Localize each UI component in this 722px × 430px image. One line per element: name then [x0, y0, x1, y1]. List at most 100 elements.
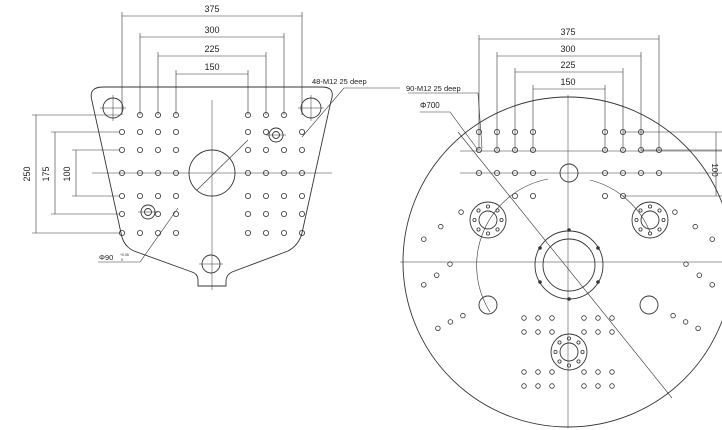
right-tapped-hole	[595, 329, 601, 335]
left-tapped-hole	[298, 192, 305, 199]
right-tapped-hole	[421, 282, 427, 288]
left-tapped-hole	[244, 146, 251, 153]
flange-bolt-hole	[580, 349, 585, 354]
flange-bolt-hole	[638, 227, 643, 232]
right-tapped-hole	[595, 315, 601, 321]
right-tapped-hole	[530, 169, 537, 176]
right-tapped-hole	[458, 209, 464, 215]
left-tapped-hole	[244, 169, 251, 176]
right-dim-225: 225	[560, 60, 575, 70]
right-tapped-hole	[638, 169, 645, 176]
right-center-bore-inner	[542, 238, 596, 292]
left-bore-tolerance-upper: +0.05	[120, 253, 129, 257]
right-tapped-hole	[581, 369, 587, 375]
flange-bolt-hole	[634, 217, 639, 222]
right-arc-right	[589, 179, 651, 233]
flange-bolt-hole	[553, 349, 558, 354]
right-tapped-hole	[535, 315, 541, 321]
left-tapped-hole	[172, 229, 179, 236]
left-tapped-hole	[136, 128, 143, 135]
left-tapped-hole	[154, 146, 161, 153]
flange-bolt-hole	[476, 208, 481, 213]
left-dim-375: 375	[204, 4, 219, 14]
right-tapped-hole	[521, 383, 527, 389]
left-dim-300: 300	[204, 25, 219, 35]
right-tapped-hole	[549, 329, 555, 335]
right-flange-bolt-holes	[472, 204, 666, 368]
left-tapped-hole	[298, 210, 305, 217]
right-tapped-hole	[434, 272, 440, 278]
left-tapped-hole	[172, 128, 179, 135]
left-tapped-hole	[298, 128, 305, 135]
right-tapped-hole	[521, 369, 527, 375]
left-tapped-hole	[298, 146, 305, 153]
left-tapped-hole	[154, 229, 161, 236]
left-tapped-hole	[280, 192, 287, 199]
right-tapped-hole	[595, 383, 601, 389]
right-tapped-hole	[535, 369, 541, 375]
left-tapped-hole	[136, 146, 143, 153]
right-tapped-hole	[530, 192, 537, 199]
left-tapped-hole	[119, 146, 126, 153]
flange-bolt-hole	[576, 340, 581, 345]
left-dim-150: 150	[204, 62, 219, 72]
left-tapped-hole	[136, 169, 143, 176]
left-bore-tolerance-lower: 0	[121, 258, 123, 262]
left-tapped-hole	[119, 210, 126, 217]
flange-bolt-hole	[638, 208, 643, 213]
right-tapped-hole	[620, 169, 627, 176]
right-arc-left	[476, 178, 549, 313]
right-dim-150: 150	[560, 77, 575, 87]
flange-bolt-hole	[576, 359, 581, 364]
right-plate: 375 300 225 150 100 90-M12 25 deep Φ700	[400, 27, 722, 428]
right-tapped-hole	[447, 319, 454, 325]
flange-bolt-hole	[499, 217, 504, 222]
left-tapped-hole	[172, 146, 179, 153]
right-dim-375: 375	[560, 27, 575, 37]
left-tapped-hole	[262, 210, 269, 217]
flange-bolt-hole	[472, 217, 477, 222]
right-tapped-hole	[696, 272, 702, 278]
right-tapped-hole	[521, 329, 527, 335]
right-flange-bottom	[550, 333, 588, 371]
left-tapped-hole	[244, 229, 251, 236]
right-tapped-hole	[435, 325, 441, 331]
right-tapped-hole	[549, 315, 555, 321]
right-locating-hole-top	[559, 163, 579, 183]
right-tapped-hole	[447, 261, 453, 267]
right-tapped-hole	[695, 325, 701, 331]
right-diameter-callout: Φ700	[420, 101, 440, 110]
flange-bolt-hole	[648, 231, 653, 236]
left-dim-100: 100	[62, 166, 72, 181]
right-tapped-hole	[512, 192, 519, 199]
left-tapped-hole	[154, 192, 161, 199]
left-tapped-hole	[244, 192, 251, 199]
left-tapped-hole	[262, 169, 269, 176]
flange-bolt-hole	[657, 227, 662, 232]
flange-bolt-hole	[557, 359, 562, 364]
left-bore-diagonal	[196, 139, 249, 191]
flange-bolt-hole	[485, 204, 490, 209]
flange-bolt-hole	[567, 363, 572, 368]
left-tapped-hole	[262, 128, 269, 135]
left-tapped-hole	[119, 128, 126, 135]
left-center-bore	[188, 149, 236, 197]
right-tapped-hole	[438, 223, 444, 230]
left-tapped-hole	[244, 128, 251, 135]
right-tapped-hole	[475, 169, 482, 176]
left-tapped-hole	[298, 169, 305, 176]
right-tapped-hole	[549, 383, 555, 389]
left-tapped-hole	[280, 229, 287, 236]
left-dim-250: 250	[22, 166, 32, 181]
left-plate: 375 300 225 150 250 175 100 48-M12 25 de…	[22, 4, 400, 290]
right-locating-hole-right	[639, 295, 659, 315]
left-dim-175: 175	[41, 166, 51, 181]
left-tapped-hole	[280, 146, 287, 153]
left-tapped-hole	[280, 169, 287, 176]
left-tapped-hole	[172, 210, 179, 217]
right-tapped-hole	[535, 329, 541, 335]
right-top-dimensions: 375 300 225 150	[478, 27, 660, 150]
right-tapped-hole	[602, 169, 609, 176]
right-tapped-hole	[535, 383, 541, 389]
